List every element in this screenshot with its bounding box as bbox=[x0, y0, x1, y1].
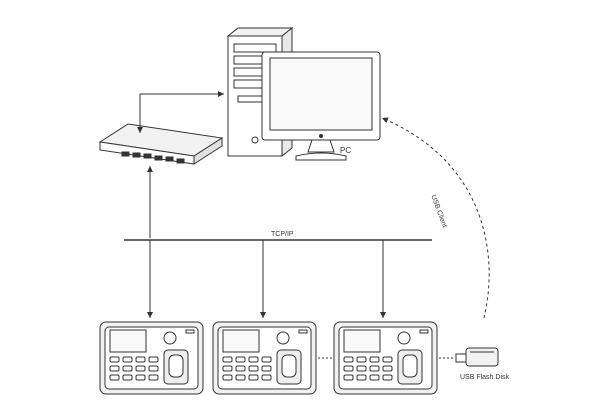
pc-monitor-icon bbox=[261, 51, 381, 161]
usb-flash-disk-icon bbox=[455, 347, 499, 367]
network-switch-icon bbox=[98, 123, 224, 165]
fingerprint-terminal-icon bbox=[333, 321, 438, 395]
switch-pc-link bbox=[137, 91, 224, 133]
usb-client-link bbox=[381, 117, 490, 319]
pc-label: PC bbox=[340, 146, 352, 155]
tcpip-label: TCP/IP bbox=[271, 231, 294, 238]
terminal-drop-lines bbox=[147, 240, 386, 318]
usb-flash-disk-label: USB Flash Disk bbox=[460, 374, 510, 381]
fingerprint-terminal-icon bbox=[99, 321, 204, 395]
fingerprint-terminal-icon bbox=[212, 321, 317, 395]
